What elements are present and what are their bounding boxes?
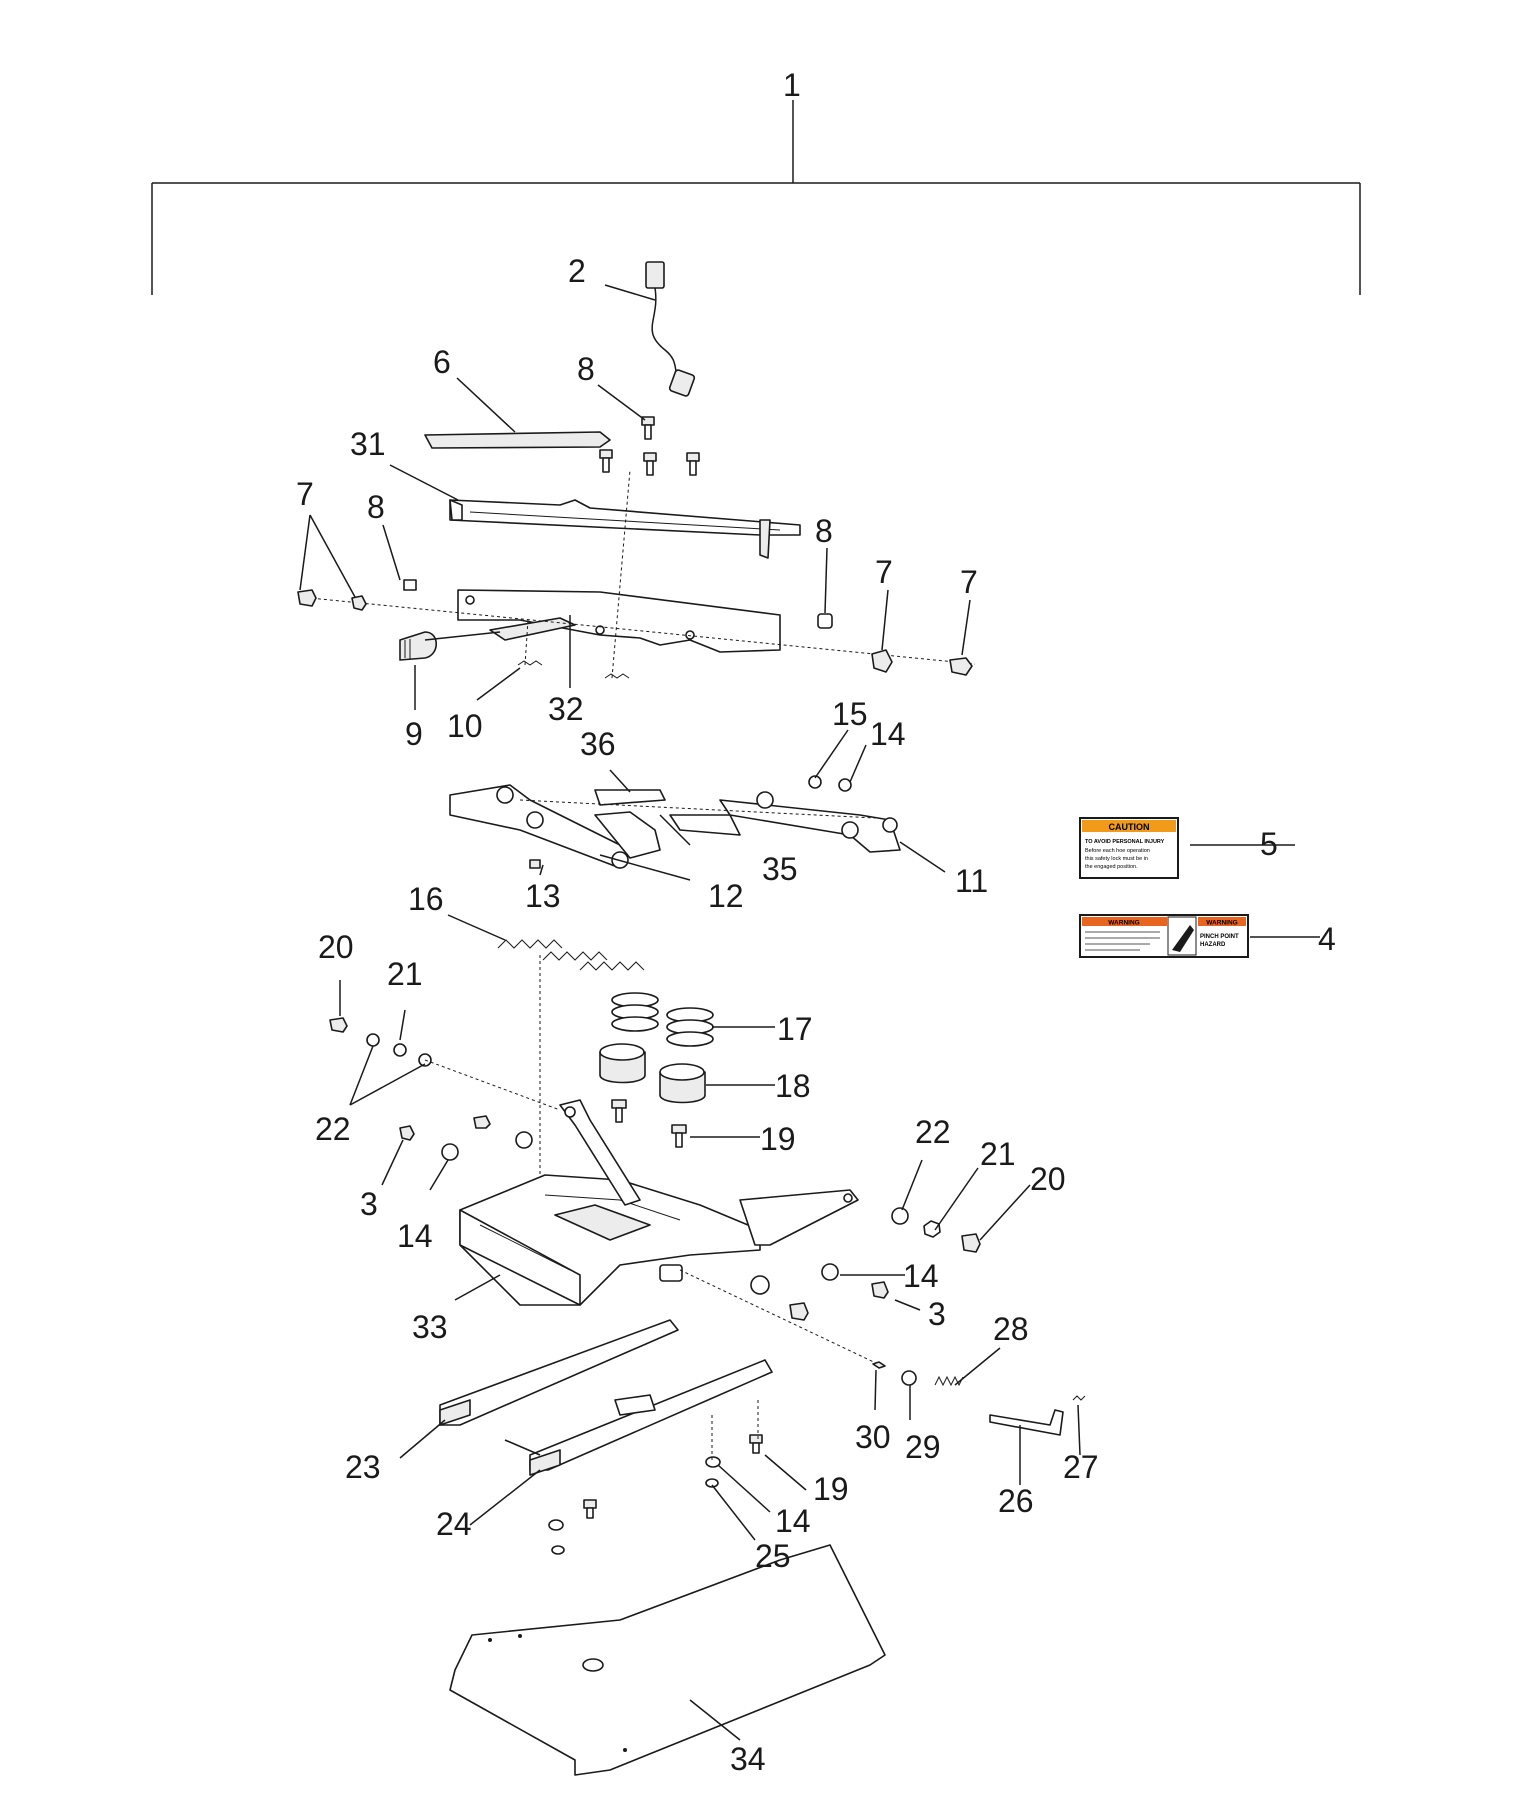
callout-14: 14 bbox=[903, 1258, 939, 1294]
cable-pins bbox=[297, 579, 976, 676]
callout-13: 13 bbox=[525, 878, 561, 914]
wire-harness-part bbox=[645, 261, 696, 397]
coil-springs bbox=[611, 992, 714, 1047]
lower-frame bbox=[457, 589, 781, 653]
callout-2: 2 bbox=[568, 253, 586, 289]
linkage-assembly bbox=[449, 775, 901, 869]
cover-plate-part bbox=[424, 431, 611, 449]
callout-10: 10 bbox=[447, 708, 483, 744]
callout-14: 14 bbox=[775, 1503, 811, 1539]
small-pin bbox=[529, 859, 541, 869]
bolts-upper bbox=[599, 416, 700, 476]
callout-24: 24 bbox=[436, 1506, 472, 1542]
base-frame bbox=[459, 1099, 881, 1366]
caution-line1: TO AVOID PERSONAL INJURY bbox=[1085, 839, 1165, 845]
warning-left-header: WARNING bbox=[1108, 920, 1139, 927]
callout-21: 21 bbox=[387, 956, 423, 992]
callout-22: 22 bbox=[315, 1111, 351, 1147]
callout-16: 16 bbox=[408, 881, 444, 917]
callout-3: 3 bbox=[360, 1186, 378, 1222]
leader-lines bbox=[299, 284, 1320, 1741]
pinch-hazard-icon bbox=[1167, 916, 1197, 956]
right-hardware bbox=[750, 1207, 981, 1321]
caution-header-text: CAUTION bbox=[1109, 822, 1150, 832]
callout-26: 26 bbox=[998, 1483, 1034, 1519]
callout-30: 30 bbox=[855, 1419, 891, 1455]
bolts-19 bbox=[611, 1099, 687, 1148]
callout-9: 9 bbox=[405, 716, 423, 752]
callout-4: 4 bbox=[1318, 921, 1336, 957]
caution-line2: Before each hoe operation bbox=[1085, 848, 1150, 854]
callout-18: 18 bbox=[775, 1068, 811, 1104]
callout-25: 25 bbox=[755, 1538, 791, 1574]
callout-14: 14 bbox=[397, 1218, 433, 1254]
upper-rail-bracket bbox=[449, 499, 801, 559]
caution-decal: CAUTION TO AVOID PERSONAL INJURY Before … bbox=[1079, 817, 1179, 879]
callout-28: 28 bbox=[993, 1311, 1029, 1347]
caution-line4: the engaged position. bbox=[1085, 864, 1138, 870]
callout-12: 12 bbox=[708, 878, 744, 914]
callout-35: 35 bbox=[762, 851, 798, 887]
assembly-bracket bbox=[151, 100, 1361, 295]
warning-decal: WARNING WARNING PINCH POINT HAZARD bbox=[1079, 914, 1249, 958]
callout-19: 19 bbox=[760, 1121, 796, 1157]
callout-6: 6 bbox=[433, 344, 451, 380]
callout-15: 15 bbox=[832, 696, 868, 732]
callout-29: 29 bbox=[905, 1429, 941, 1465]
callout-1: 1 bbox=[783, 67, 801, 103]
callout-8: 8 bbox=[815, 513, 833, 549]
callout-5: 5 bbox=[1260, 826, 1278, 862]
small-springs bbox=[517, 469, 631, 679]
bushings bbox=[599, 1043, 706, 1104]
base-plate bbox=[449, 1544, 886, 1776]
callout-8: 8 bbox=[367, 489, 385, 525]
warning-right-line1: PINCH POINT bbox=[1200, 934, 1239, 940]
callout-31: 31 bbox=[350, 426, 386, 462]
callout-22: 22 bbox=[915, 1114, 951, 1150]
caution-line3: this safety lock must be in bbox=[1085, 856, 1148, 862]
callout-20: 20 bbox=[318, 929, 354, 965]
callout-7: 7 bbox=[875, 554, 893, 590]
callout-11: 11 bbox=[955, 863, 988, 899]
warning-right-header: WARNING bbox=[1206, 920, 1237, 927]
callout-21: 21 bbox=[980, 1136, 1016, 1172]
callout-34: 34 bbox=[730, 1741, 766, 1777]
callout-8: 8 bbox=[577, 351, 595, 387]
callout-33: 33 bbox=[412, 1309, 448, 1345]
callout-32: 32 bbox=[548, 691, 584, 727]
callout-23: 23 bbox=[345, 1449, 381, 1485]
warning-right-line2: HAZARD bbox=[1200, 942, 1226, 948]
callout-7: 7 bbox=[960, 564, 978, 600]
callout-7: 7 bbox=[296, 476, 314, 512]
callout-20: 20 bbox=[1030, 1161, 1066, 1197]
lower-hardware bbox=[548, 1400, 763, 1555]
callout-17: 17 bbox=[777, 1011, 813, 1047]
tension-springs bbox=[497, 939, 645, 1240]
callout-14: 14 bbox=[870, 716, 906, 752]
callout-27: 27 bbox=[1063, 1449, 1099, 1485]
callout-numbers: 1 2 6 8 31 7 8 8 7 7 9 10 32 15 14 36 5 … bbox=[296, 67, 1336, 1777]
left-hardware bbox=[329, 1017, 561, 1161]
callout-19: 19 bbox=[813, 1471, 849, 1507]
slide-rails bbox=[439, 1319, 773, 1476]
lever-pin-assembly bbox=[872, 1361, 1086, 1436]
knob-part bbox=[399, 631, 501, 661]
callout-36: 36 bbox=[580, 726, 616, 762]
callout-3: 3 bbox=[928, 1296, 946, 1332]
